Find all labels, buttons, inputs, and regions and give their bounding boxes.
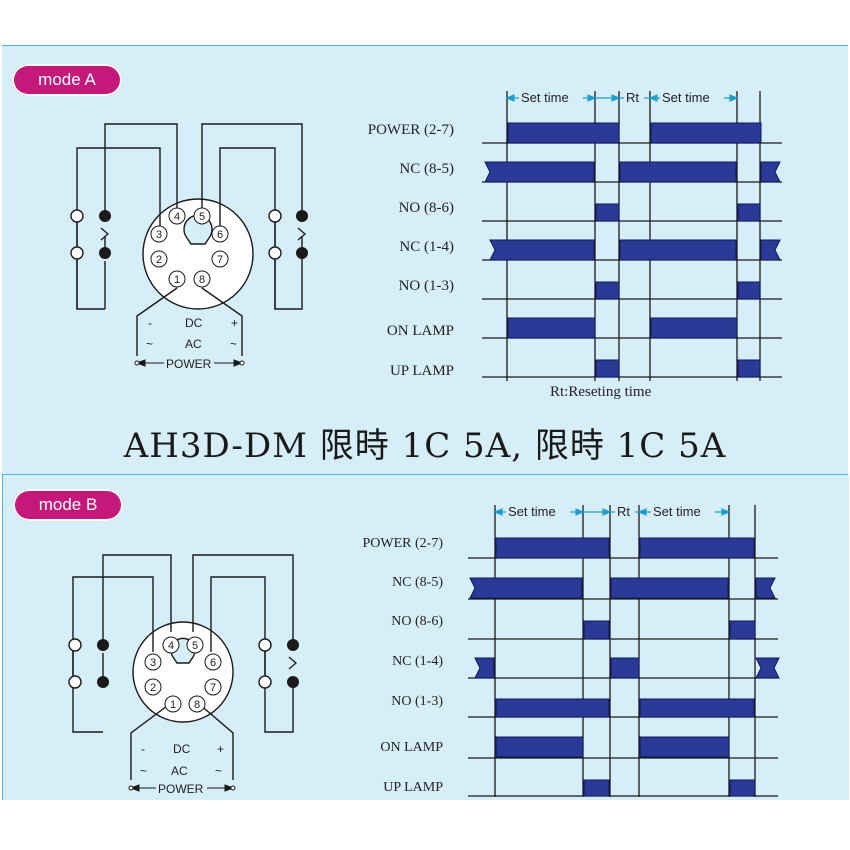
signal-no-8-6: NO (8-6)	[391, 614, 443, 629]
reset-footnote: Rt:Reseting time	[550, 384, 652, 400]
mode-b-terminals	[68, 638, 299, 689]
mode-a-diagram: 1 2 3 4 5 6 7 8 - DC + ~ AC ~ POWER POWE…	[70, 89, 782, 400]
rt-label: Rt	[626, 90, 639, 105]
pin-6-label: 6	[217, 229, 223, 241]
mode-b-badge: mode B	[13, 489, 123, 521]
mode-b-timing: Set time Rt Set time	[468, 503, 780, 797]
mode-b-signal-labels: POWER (2-7) NC (8-5) NO (8-6) NC (1-4) N…	[363, 536, 444, 795]
mode-b-pins: 1 2 3 4 5 6 7 8	[144, 636, 222, 713]
pin-4-label: 4	[168, 640, 174, 652]
pin-8-label: 8	[194, 699, 200, 711]
power-tilde-left: ~	[140, 764, 147, 778]
power-label: POWER	[158, 782, 204, 796]
power-dc: DC	[185, 316, 203, 330]
power-ac: AC	[171, 764, 188, 778]
mode-a-pins: 1 2 3 4 5 6 7 8	[150, 207, 229, 288]
power-minus: -	[141, 742, 145, 756]
power-plus: +	[231, 316, 238, 330]
signal-no-1-3: NO (1-3)	[399, 278, 454, 294]
mode-a-panel: mode A	[2, 45, 848, 407]
pin-1-label: 1	[174, 274, 180, 286]
mode-b-panel: mode B 1 2 3	[2, 475, 849, 800]
set-time-label-1: Set time	[508, 504, 556, 519]
mode-a-signal-labels: POWER (2-7) NC (8-5) NO (8-6) NC (1-4) N…	[368, 122, 454, 379]
set-time-label-1: Set time	[521, 90, 569, 105]
signal-no-8-6: NO (8-6)	[399, 200, 454, 216]
signal-on-lamp: ON LAMP	[387, 323, 454, 339]
mode-b-wiring	[72, 554, 294, 780]
power-minus: -	[148, 316, 152, 330]
signal-power: POWER (2-7)	[363, 536, 444, 551]
mode-a-timing: Set time Rt Set time Rt:Reseting time	[482, 89, 782, 400]
signal-no-1-3: NO (1-3)	[391, 694, 443, 709]
power-tilde-right: ~	[215, 764, 222, 778]
pin-4-label: 4	[174, 211, 180, 223]
signal-on-lamp: ON LAMP	[380, 740, 443, 755]
pin-7-label: 7	[210, 682, 216, 694]
pin-5-label: 5	[192, 640, 198, 652]
signal-power: POWER (2-7)	[368, 122, 454, 138]
power-plus: +	[217, 742, 224, 756]
set-time-label-2: Set time	[662, 90, 710, 105]
pin-3-label: 3	[156, 229, 162, 241]
mode-b-diagram: 1 2 3 4 5 6 7 8 - DC + ~ AC ~ POWER POWE…	[68, 503, 780, 797]
signal-up-lamp: UP LAMP	[383, 780, 443, 795]
pin-6-label: 6	[210, 657, 216, 669]
pin-5-label: 5	[199, 211, 205, 223]
pin-2-label: 2	[156, 254, 162, 266]
power-tilde-right: ~	[230, 337, 237, 351]
power-dc: DC	[173, 742, 191, 756]
mode-b-power: - DC + ~ AC ~ POWER	[128, 742, 236, 796]
power-label: POWER	[166, 357, 212, 371]
title-band: AH3D-DM 限時 1C 5A, 限時 1C 5A	[2, 406, 848, 475]
set-time-label-2: Set time	[653, 504, 701, 519]
signal-nc-8-5: NC (8-5)	[399, 161, 454, 177]
pin-8-label: 8	[199, 274, 205, 286]
power-tilde-left: ~	[146, 337, 153, 351]
mode-a-power: - DC + ~ AC ~ POWER	[134, 316, 245, 371]
pin-3-label: 3	[150, 657, 156, 669]
pin-1-label: 1	[170, 699, 176, 711]
signal-nc-8-5: NC (8-5)	[392, 575, 443, 590]
rt-label: Rt	[617, 504, 630, 519]
signal-nc-1-4: NC (1-4)	[392, 654, 443, 669]
signal-up-lamp: UP LAMP	[390, 363, 454, 379]
pin-2-label: 2	[150, 682, 156, 694]
mode-a-badge: mode A	[12, 64, 122, 96]
mode-a-terminals	[70, 209, 308, 260]
signal-nc-1-4: NC (1-4)	[399, 239, 454, 255]
power-ac: AC	[185, 337, 202, 351]
pin-7-label: 7	[217, 254, 223, 266]
page-title: AH3D-DM 限時 1C 5A, 限時 1C 5A	[123, 426, 727, 466]
